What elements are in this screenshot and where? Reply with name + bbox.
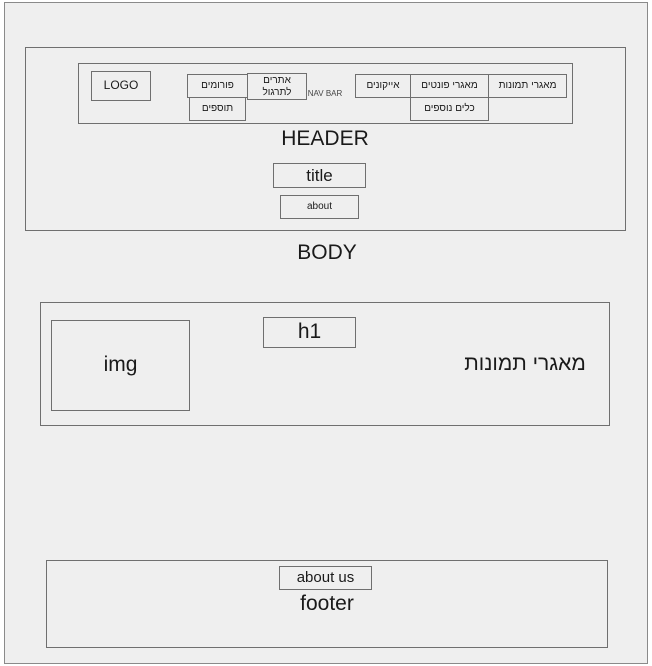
logo[interactable]: LOGO bbox=[91, 71, 151, 101]
section-text: מאגרי תמונות bbox=[464, 352, 586, 375]
image-placeholder: img bbox=[51, 320, 190, 411]
header-label: HEADER bbox=[281, 127, 369, 150]
footer-label: footer bbox=[300, 592, 354, 615]
nav-item-forums[interactable]: פורומים bbox=[187, 74, 248, 98]
nav-bar bbox=[78, 63, 573, 124]
nav-item-fonts[interactable]: מאגרי פונטים bbox=[410, 74, 489, 98]
body-section bbox=[40, 302, 610, 426]
body-label: BODY bbox=[297, 241, 357, 264]
about-us-button[interactable]: about us bbox=[279, 566, 372, 590]
nav-item-practice-sites[interactable]: אתרים לתרגול bbox=[247, 73, 307, 100]
nav-item-icons[interactable]: אייקונים bbox=[355, 74, 411, 98]
title-box[interactable]: title bbox=[273, 163, 366, 188]
about-button[interactable]: about bbox=[280, 195, 359, 219]
footer-section bbox=[46, 560, 608, 648]
nav-bar-label: NAV BAR bbox=[307, 89, 343, 98]
nav-item-images[interactable]: מאגרי תמונות bbox=[488, 74, 567, 98]
nav-item-addons[interactable]: תוספים bbox=[189, 97, 246, 121]
nav-item-more-tools[interactable]: כלים נוספים bbox=[410, 97, 489, 121]
h1-box: h1 bbox=[263, 317, 356, 348]
header-section bbox=[25, 47, 626, 231]
